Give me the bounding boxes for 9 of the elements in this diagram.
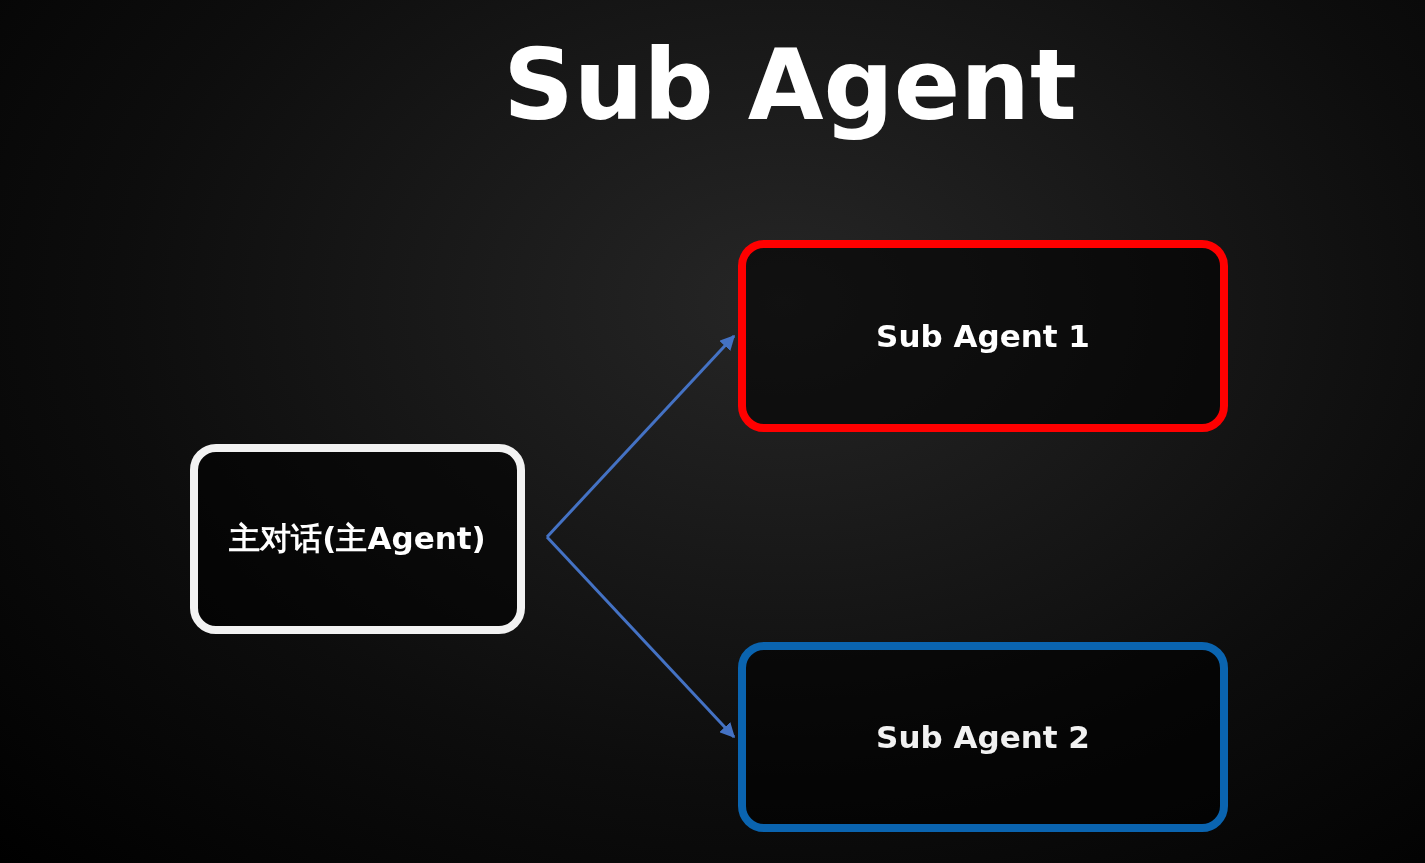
arrow — [545, 334, 736, 539]
title: Sub Agent — [503, 28, 1077, 142]
agent-box — [738, 240, 1228, 432]
agent-box — [738, 642, 1228, 832]
box-label: Sub Agent 1 — [876, 318, 1090, 354]
box-label: 主对话(主Agent) — [229, 519, 486, 558]
agent-box — [190, 444, 525, 634]
arrow — [545, 535, 736, 739]
box-label: Sub Agent 2 — [876, 719, 1090, 755]
